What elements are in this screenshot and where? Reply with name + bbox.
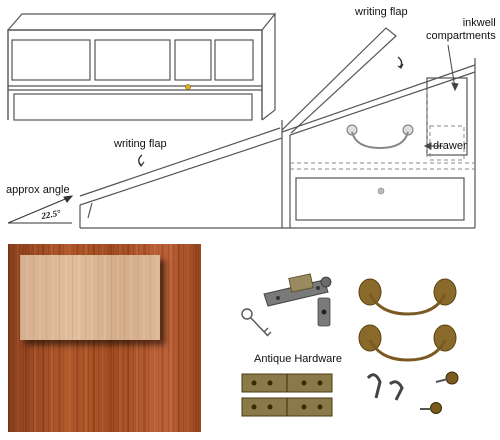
writing-flap-left-label: writing flap [114, 138, 167, 150]
rotate-arrow-icon [397, 56, 403, 68]
rotate-arrow-icon [397, 63, 404, 69]
desk-diagram: 22.5° [7, 12, 476, 229]
inkwell-compartments-label: inkwell compartments [426, 17, 496, 42]
writing-flap-lower [79, 120, 283, 228]
approx-angle-label: approx angle [6, 184, 70, 196]
drawer-knob-icon [377, 187, 385, 195]
inkwell-pointer-arrow [447, 44, 459, 92]
angle-indicator [7, 195, 74, 224]
rotate-arrow-icon [138, 161, 145, 168]
keyhole-escutcheon-icon [185, 84, 191, 90]
pull-handle-icon [346, 124, 414, 150]
cabinet-illustration [7, 12, 276, 121]
escutcheon-icon [317, 276, 332, 327]
drawer-pointer-arrow [423, 142, 443, 150]
hook-icon [366, 373, 404, 401]
writing-flap-top-label: writing flap [355, 6, 408, 18]
dashed-guides [290, 90, 475, 170]
hardware-illustration [241, 273, 459, 417]
desk-body [80, 58, 476, 229]
writing-flap-upper [281, 27, 397, 134]
lock-icon [263, 273, 329, 307]
knob-icon [420, 371, 459, 414]
veneer-sample-image [20, 255, 160, 340]
hinge-icon [241, 373, 333, 393]
antique-hardware-label: Antique Hardware [254, 353, 343, 365]
brass-pull-handle-icon [358, 324, 457, 362]
angle-value: 22.5° [40, 208, 62, 221]
brass-pull-handle-icon [358, 278, 457, 316]
drawer-label: drawer [433, 140, 467, 152]
hinge-icon [241, 397, 333, 417]
key-icon [241, 308, 272, 337]
